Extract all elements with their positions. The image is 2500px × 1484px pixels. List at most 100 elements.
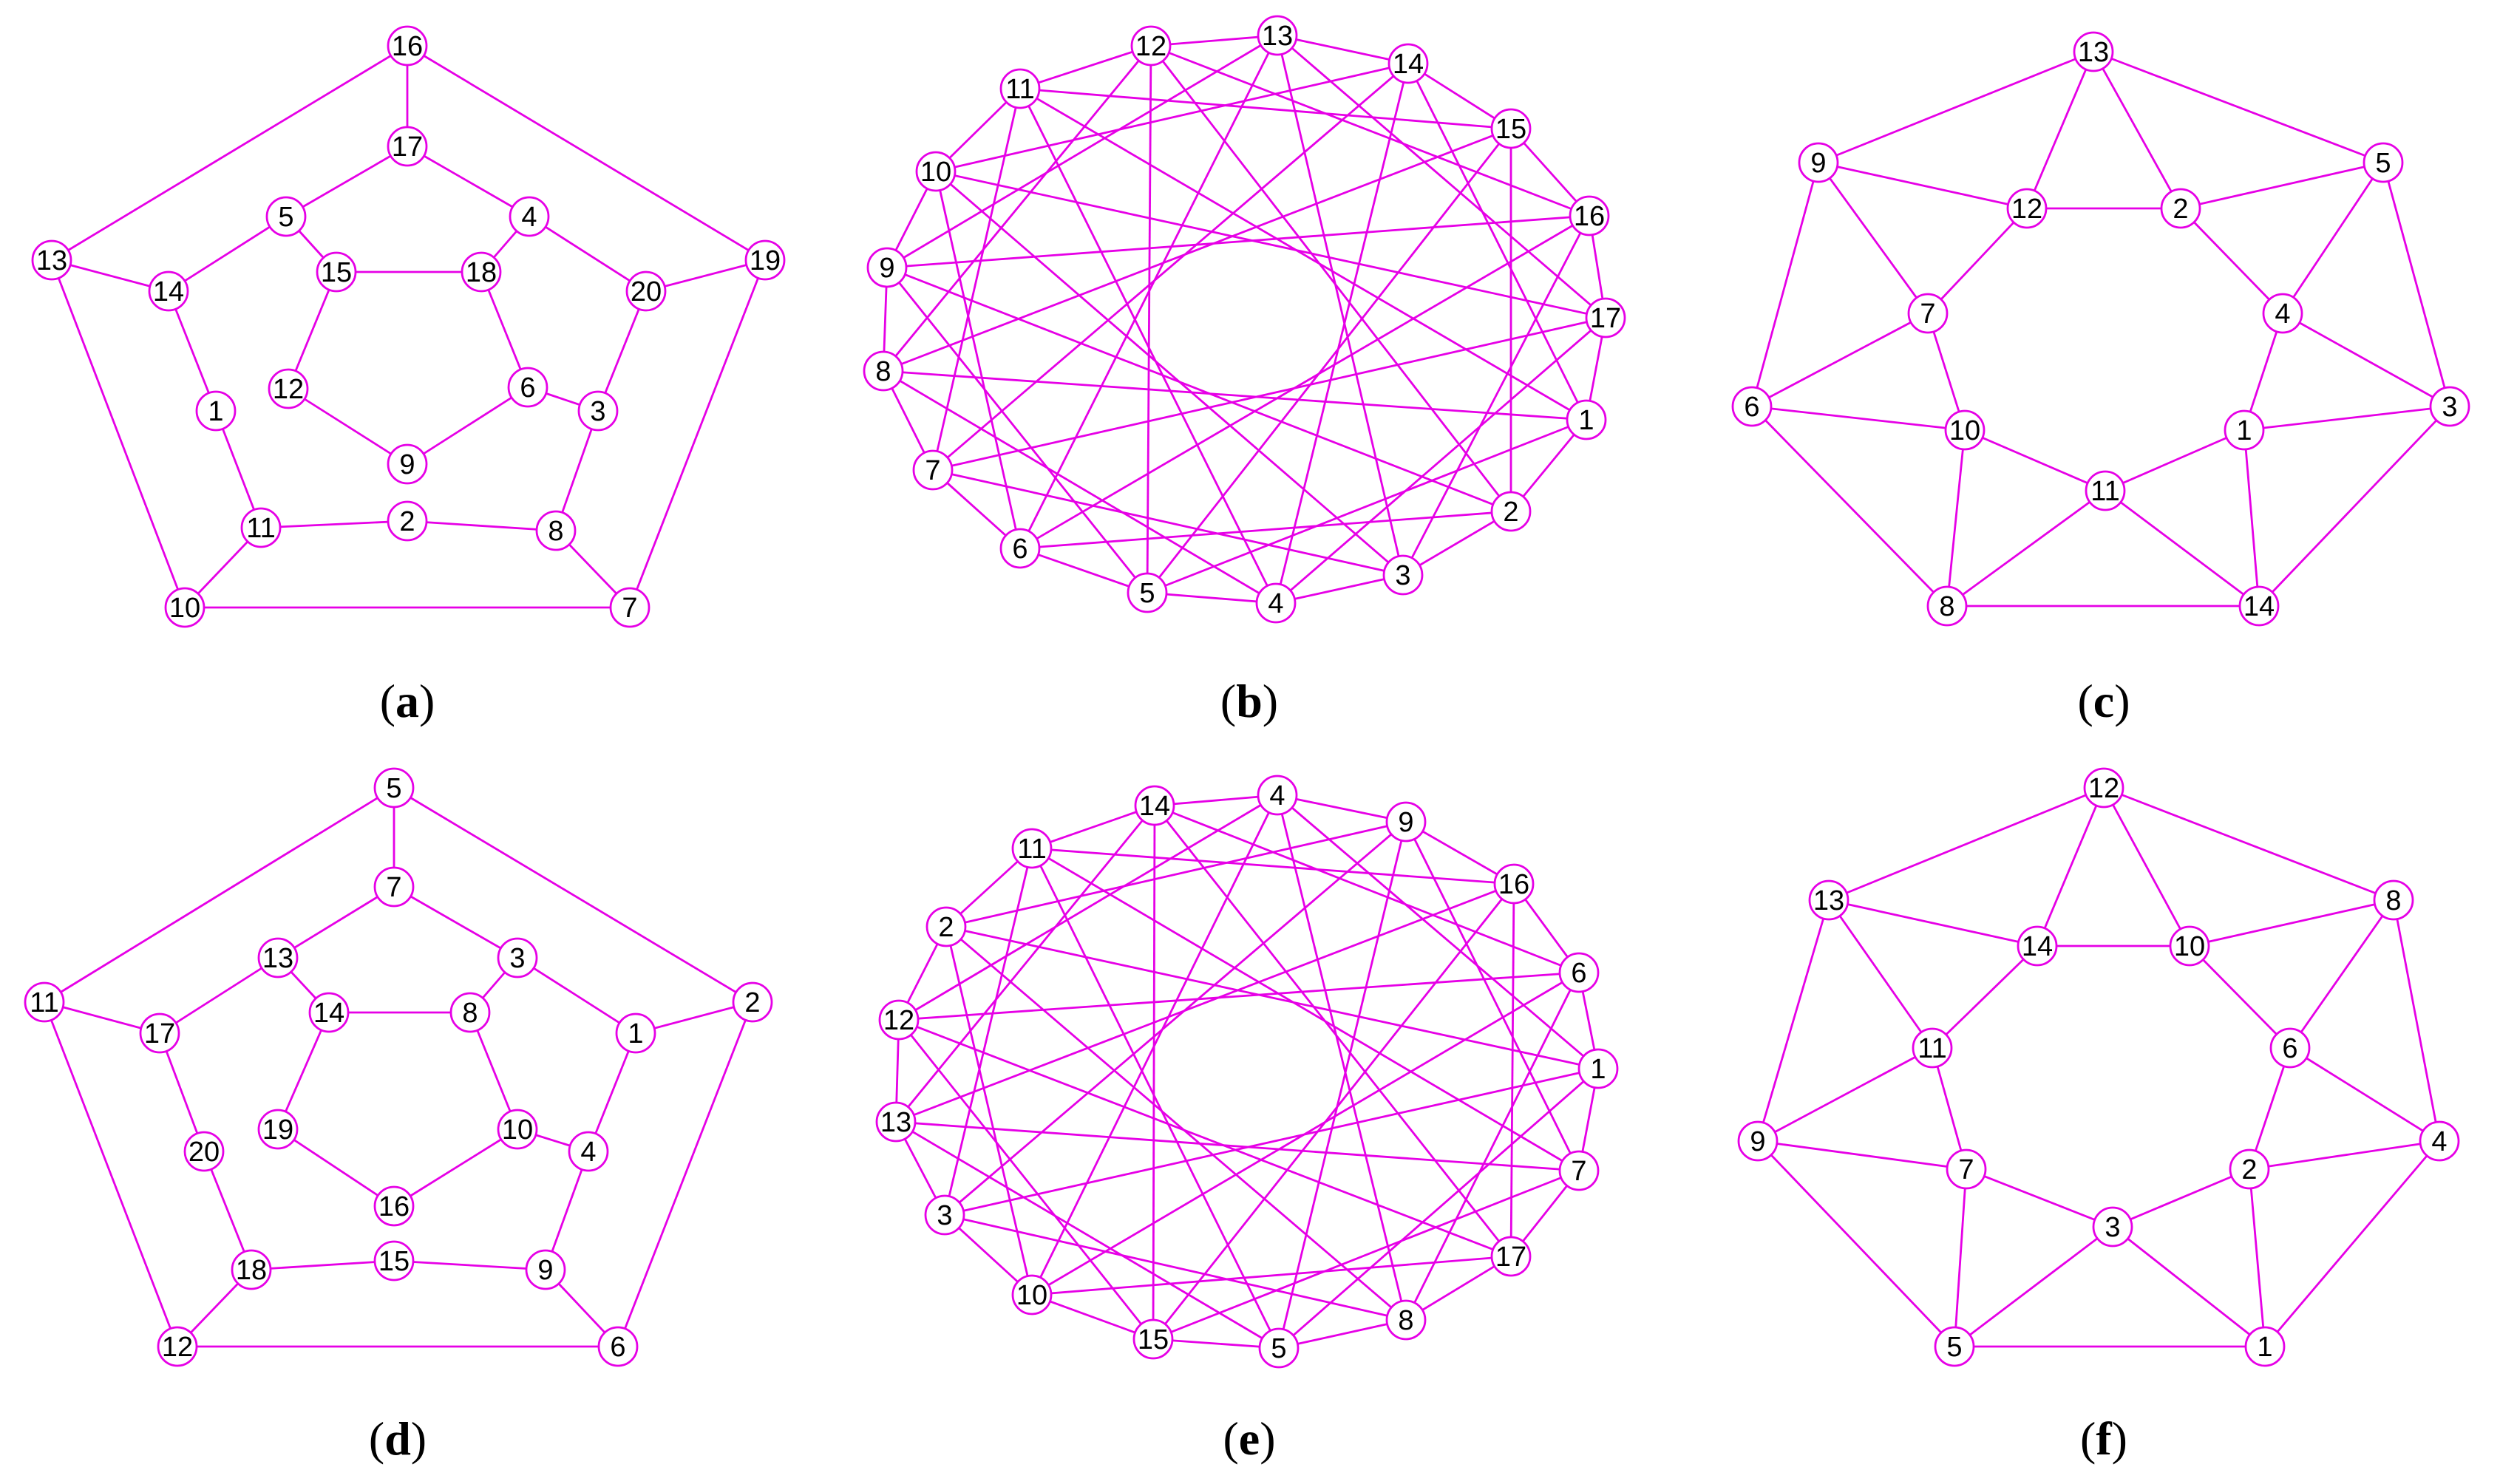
- edge-a-14-1: [167, 290, 217, 412]
- node-e-1: 1: [1577, 1048, 1619, 1089]
- edge-d-8-10: [469, 1012, 519, 1130]
- node-circle-a-14: [148, 270, 189, 312]
- edge-e-5-13: [895, 1120, 1280, 1349]
- node-c-9: 9: [1798, 142, 1839, 183]
- edges-b: [882, 34, 1607, 605]
- edge-c-11-8: [1946, 489, 2106, 607]
- node-circle-b-7: [912, 449, 954, 491]
- edge-d-2-6: [616, 1001, 754, 1347]
- caption-f-letter: f: [2096, 1412, 2112, 1465]
- node-label-d-9: 9: [537, 1255, 553, 1286]
- caption-c: (c): [2077, 675, 2130, 727]
- node-label-e-14: 14: [1139, 791, 1170, 822]
- edge-e-4-10: [1030, 794, 1279, 1296]
- node-circle-f-7: [1946, 1148, 1987, 1190]
- edge-c-13-5: [2093, 50, 2384, 164]
- edge-f-12-14: [2036, 787, 2105, 947]
- edge-e-12-4: [898, 794, 1278, 1021]
- edge-c-1-11: [2105, 429, 2245, 492]
- node-label-d-4: 4: [580, 1137, 596, 1168]
- edge-a-6-9: [407, 386, 529, 466]
- node-circle-d-2: [732, 981, 773, 1023]
- node-c-6: 6: [1731, 386, 1773, 427]
- edge-d-3-1: [517, 956, 636, 1035]
- node-label-a-12: 12: [273, 374, 304, 405]
- edge-e-11-14: [1031, 804, 1155, 850]
- edge-d-19-16: [277, 1128, 395, 1208]
- edges-f: [1756, 786, 2441, 1348]
- edge-f-6-2: [2248, 1047, 2292, 1170]
- node-e-15: 15: [1132, 1318, 1174, 1360]
- node-label-f-4: 4: [2431, 1126, 2447, 1157]
- edge-c-9-7: [1817, 162, 1929, 314]
- edge-f-13-9: [1756, 899, 1830, 1142]
- node-circle-f-1: [2244, 1326, 2286, 1367]
- node-circle-c-10: [1944, 409, 1986, 451]
- node-f-1: 1: [2244, 1326, 2286, 1367]
- node-b-6: 6: [999, 528, 1041, 569]
- node-a-2: 2: [387, 500, 428, 542]
- node-circle-d-5: [373, 767, 415, 809]
- node-b-14: 14: [1387, 43, 1429, 84]
- edge-d-17-20: [158, 1032, 205, 1152]
- caption-e-letter: e: [1239, 1412, 1260, 1465]
- edge-b-1-11: [1019, 87, 1587, 421]
- node-a-8: 8: [535, 510, 577, 551]
- edge-c-5-3: [2382, 162, 2451, 407]
- node-circle-e-7: [1558, 1150, 1600, 1191]
- edge-c-3-1: [2243, 405, 2450, 432]
- node-label-d-2: 2: [744, 987, 760, 1018]
- node-f-11: 11: [1912, 1027, 1953, 1069]
- node-label-a-5: 5: [278, 202, 293, 233]
- node-d-1: 1: [615, 1012, 656, 1054]
- node-label-a-17: 17: [392, 132, 423, 163]
- node-e-6: 6: [1558, 952, 1600, 993]
- node-label-b-14: 14: [1393, 49, 1424, 80]
- node-label-b-9: 9: [879, 253, 894, 284]
- edge-f-9-7: [1757, 1140, 1967, 1171]
- node-label-e-6: 6: [1571, 958, 1586, 989]
- node-label-a-6: 6: [520, 372, 535, 404]
- edge-f-13-11: [1827, 899, 1934, 1049]
- edge-b-13-14: [1277, 34, 1409, 65]
- node-d-20: 20: [183, 1131, 225, 1172]
- node-circle-d-8: [449, 992, 491, 1033]
- node-label-a-13: 13: [36, 245, 67, 276]
- edge-f-8-6: [2289, 899, 2395, 1049]
- node-circle-d-16: [373, 1185, 415, 1227]
- edge-d-10-16: [393, 1128, 518, 1208]
- node-c-5: 5: [2363, 142, 2404, 183]
- node-label-e-17: 17: [1495, 1242, 1526, 1273]
- edge-a-16-13: [51, 44, 408, 262]
- node-circle-a-1: [195, 390, 237, 432]
- node-circle-a-7: [609, 587, 651, 628]
- edge-e-17-14: [1153, 805, 1512, 1257]
- node-circle-c-5: [2363, 142, 2404, 183]
- caption-a-letter: a: [395, 675, 419, 727]
- node-b-2: 2: [1490, 491, 1532, 532]
- node-e-16: 16: [1493, 863, 1535, 905]
- caption-b-letter: b: [1236, 675, 1263, 727]
- node-circle-f-14: [2017, 925, 2058, 967]
- node-c-8: 8: [1926, 585, 1968, 627]
- edge-b-6-10: [934, 171, 1022, 549]
- node-circle-a-16: [387, 25, 428, 67]
- node-circle-e-4: [1257, 775, 1298, 816]
- node-d-10: 10: [497, 1109, 538, 1150]
- node-label-b-6: 6: [1012, 534, 1027, 565]
- node-label-a-20: 20: [631, 276, 662, 307]
- node-label-b-1: 1: [1578, 405, 1594, 436]
- edge-e-16-17: [1509, 883, 1515, 1257]
- edge-b-2-3: [1402, 510, 1512, 576]
- node-label-e-8: 8: [1398, 1305, 1413, 1336]
- node-d-3: 3: [497, 937, 538, 978]
- node-label-b-8: 8: [875, 356, 891, 387]
- edge-b-12-16: [1150, 44, 1590, 217]
- node-e-11: 11: [1011, 828, 1053, 869]
- node-circle-e-6: [1558, 952, 1600, 993]
- node-label-b-2: 2: [1503, 497, 1518, 528]
- edge-b-11-15: [1019, 87, 1512, 130]
- edge-a-1-11: [214, 410, 262, 528]
